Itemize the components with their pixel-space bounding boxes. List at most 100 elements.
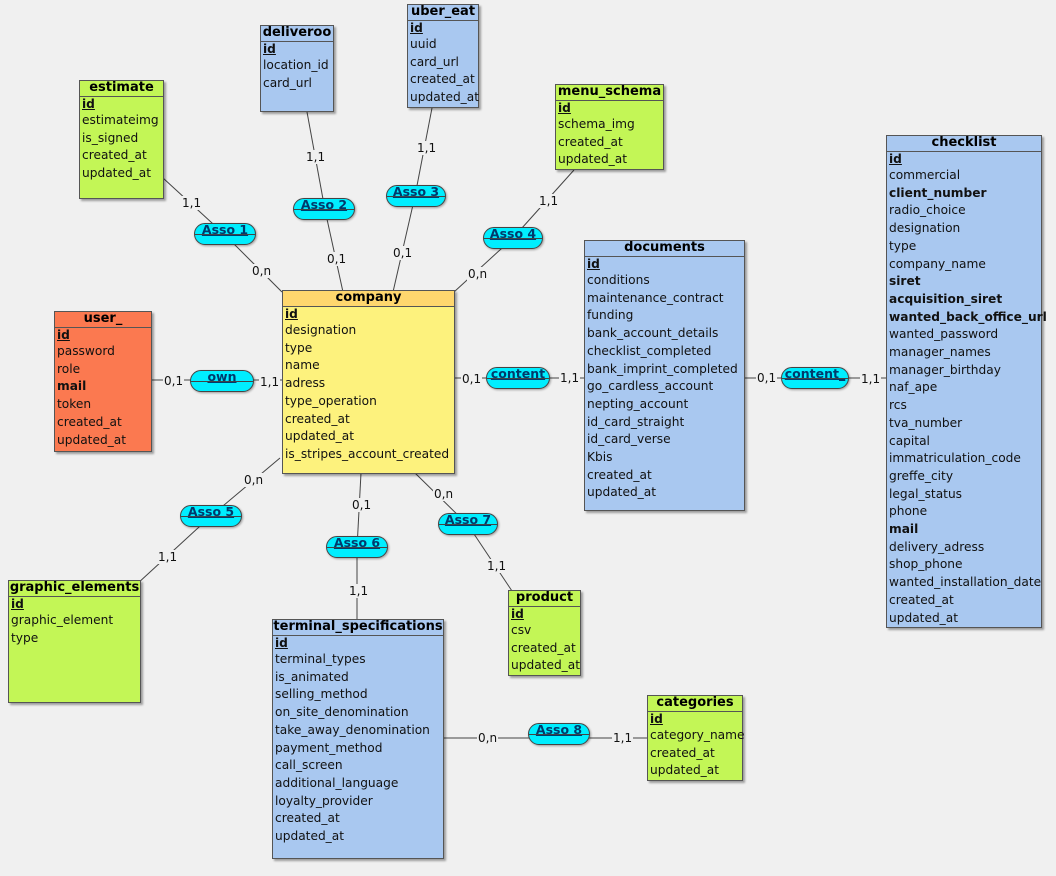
entity-field: id_card_straight — [587, 414, 685, 429]
entity-field: card_url — [410, 54, 459, 69]
primary-key-field: id — [285, 307, 298, 321]
entity-field: tva_number — [889, 415, 963, 430]
association-asso-2[interactable]: Asso 2 — [293, 198, 355, 220]
entity-title: deliveroo — [261, 25, 333, 42]
entity-field: is_stripes_account_created — [285, 446, 450, 461]
entity-field: type_operation — [285, 393, 377, 408]
cardinality-graphic-asso5: 1,1 — [157, 550, 179, 564]
entity-field: graphic_element — [11, 613, 114, 627]
cardinality-deliveroo-asso2: 1,1 — [305, 150, 327, 164]
entity-title: checklist — [887, 136, 1041, 152]
association-content_[interactable]: content_ — [781, 367, 849, 389]
cardinality-company-asso6: 0,1 — [351, 498, 373, 512]
entity-field: updated_at — [650, 763, 720, 778]
entity-field: funding — [587, 308, 634, 323]
association-asso-1[interactable]: Asso 1 — [194, 223, 256, 245]
entity-field: created_at — [650, 745, 715, 760]
entity-field: updated_at — [285, 429, 355, 444]
entity-title: product — [509, 591, 580, 607]
link-asso7-product — [467, 524, 513, 592]
association-label: Asso 8 — [535, 722, 583, 737]
entity-field: type — [889, 238, 917, 253]
entity-field: radio_choice — [889, 203, 966, 218]
entity-field: call_screen — [275, 758, 343, 773]
entity-field: checklist_completed — [587, 343, 712, 358]
primary-key-field: id — [889, 152, 902, 166]
entity-field: capital — [889, 433, 930, 448]
entity-field: created_at — [558, 134, 623, 149]
entity-field: go_cardless_account — [587, 379, 714, 394]
entity-field: updated_at — [410, 90, 480, 105]
association-asso-6[interactable]: Asso 6 — [326, 536, 388, 558]
entity-field: mail — [889, 522, 919, 537]
association-label: Asso 6 — [333, 535, 381, 550]
cardinality-product-asso7: 1,1 — [486, 559, 508, 573]
association-own[interactable]: own — [190, 370, 254, 392]
entity-field: commercial — [889, 168, 961, 182]
entity-field: terminal_types — [275, 652, 366, 666]
cardinality-terminal-asso8: 0,n — [477, 731, 499, 745]
association-content[interactable]: content — [486, 367, 550, 389]
association-asso-5[interactable]: Asso 5 — [180, 505, 242, 527]
cardinality-company-asso1: 0,n — [251, 264, 273, 278]
cardinality-categories-asso8: 1,1 — [612, 731, 634, 745]
entity-field: selling_method — [275, 687, 368, 702]
entity-field: mail — [57, 379, 87, 394]
link-asso3-company — [392, 195, 416, 293]
cardinality-company-asso5: 0,n — [243, 473, 265, 487]
entity-field: is_signed — [82, 130, 139, 145]
entity-field: created_at — [889, 592, 954, 607]
entity-field: location_id — [263, 58, 329, 72]
entity-field: role — [57, 361, 81, 376]
entity-field: password — [57, 344, 115, 358]
cardinality-company-asso3: 0,1 — [392, 246, 414, 260]
association-label: Asso 5 — [187, 504, 235, 519]
entity-field: token — [57, 397, 92, 412]
association-asso-8[interactable]: Asso 8 — [528, 723, 590, 745]
association-label: Asso 7 — [444, 512, 492, 527]
entity-field: loyalty_provider — [275, 793, 373, 808]
entity-field: created_at — [275, 811, 340, 826]
association-label: Asso 1 — [201, 222, 249, 237]
primary-key-field: id — [410, 21, 423, 35]
entity-field: is_animated — [275, 669, 349, 684]
entity-field: updated_at — [275, 829, 345, 844]
association-asso-4[interactable]: Asso 4 — [483, 227, 543, 249]
entity-field: payment_method — [275, 740, 383, 755]
entity-field: category_name — [650, 728, 745, 742]
entity-field: greffe_city — [889, 468, 954, 483]
cardinality-user-own: 0,1 — [163, 374, 185, 388]
entity-field: wanted_password — [889, 327, 999, 342]
cardinality-documents-content_: 0,1 — [756, 371, 778, 385]
association-label: Asso 3 — [392, 184, 440, 199]
association-asso-7[interactable]: Asso 7 — [438, 513, 498, 535]
link-asso2-company — [324, 209, 344, 293]
entity-field: created_at — [587, 467, 652, 482]
entity-title: estimate — [80, 81, 163, 97]
association-asso-3[interactable]: Asso 3 — [386, 185, 446, 207]
primary-key-field: id — [57, 328, 70, 342]
cardinality-checklist-content_: 1,1 — [860, 372, 882, 386]
entity-title: documents — [585, 241, 744, 257]
